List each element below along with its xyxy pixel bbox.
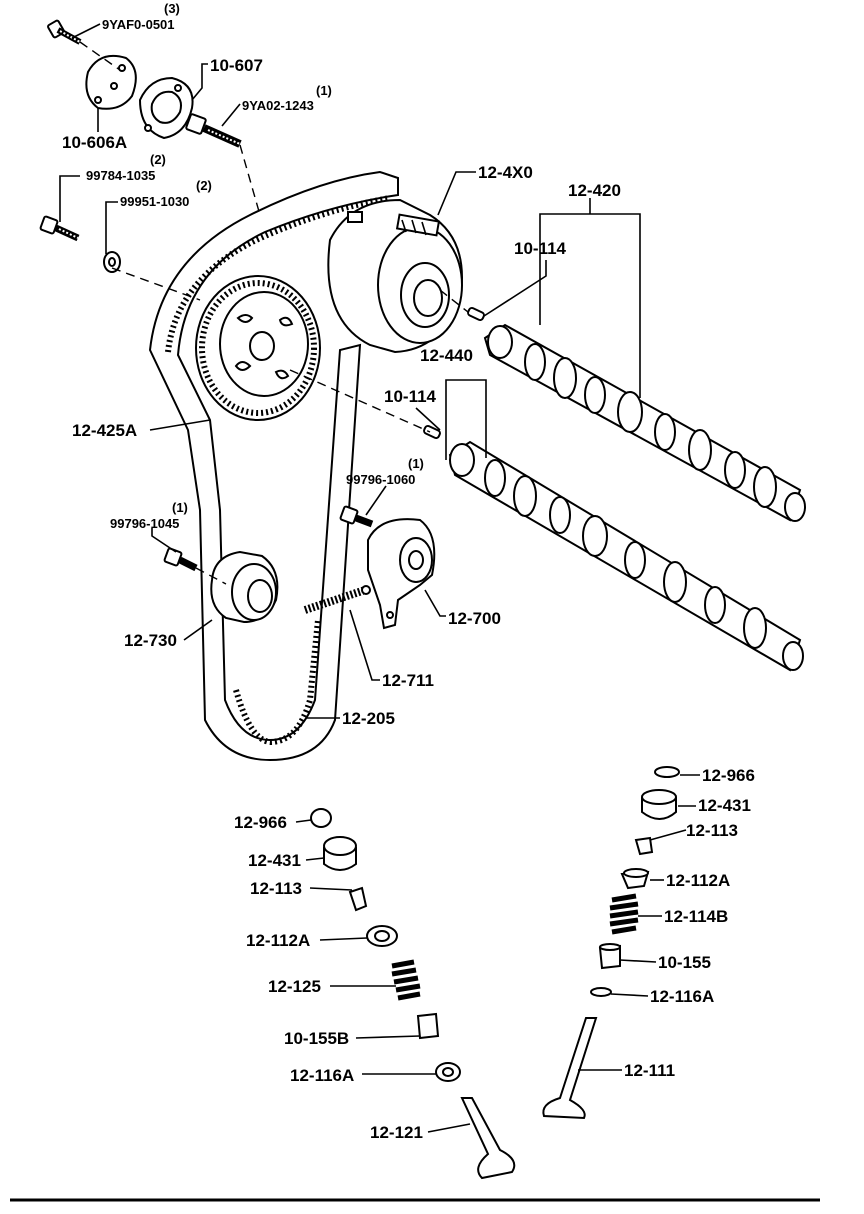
label-12-700: 12-700 <box>448 609 501 628</box>
label-10-155b: 10-155B <box>284 1029 349 1048</box>
label-99796-1045: 99796-1045 <box>110 516 179 531</box>
valve-spring-12-125 <box>391 959 421 1001</box>
label-12-112a-left: 12-112A <box>246 931 310 950</box>
timing-belt-12-205 <box>148 170 399 762</box>
valve-spring-12-114b <box>609 893 639 935</box>
label-10-114-upper: 10-114 <box>514 239 567 258</box>
qty-99796-1045: (1) <box>172 500 188 515</box>
camshaft-12-420 <box>483 323 806 522</box>
tappet-12-431-left <box>323 836 357 871</box>
label-10-155: 10-155 <box>658 953 711 972</box>
vvt-pulley-12-4x0 <box>327 198 463 354</box>
retainer-12-112a-right <box>620 868 650 890</box>
label-10-607: 10-607 <box>210 56 263 75</box>
bolt-9yaf0-0501 <box>47 19 82 45</box>
tappet-12-431-right <box>641 789 677 820</box>
label-12-113-right: 12-113 <box>686 821 738 840</box>
spring-12-711 <box>303 585 371 614</box>
seat-12-116a-left <box>435 1062 461 1082</box>
label-12-431-left: 12-431 <box>248 851 301 870</box>
label-12-431-right: 12-431 <box>698 796 751 815</box>
label-99784-1035: 99784-1035 <box>86 168 155 183</box>
bolt-99796-1060 <box>339 505 374 528</box>
seal-10-155 <box>598 943 621 970</box>
valve-12-111 <box>542 1017 598 1120</box>
label-12-4x0: 12-4X0 <box>478 163 533 182</box>
label-12-113-left: 12-113 <box>250 879 302 898</box>
label-12-966-left: 12-966 <box>234 813 287 832</box>
camshaft-pulley-12-425a <box>195 275 321 421</box>
label-9ya02-1243: 9YA02-1243 <box>242 98 314 113</box>
label-12-116a-left: 12-116A <box>290 1066 354 1085</box>
qty-9yaf0-0501: (3) <box>164 1 180 16</box>
cover-plate-10-606a <box>85 54 137 110</box>
dowel-pin-10-114-lower <box>423 424 441 440</box>
label-12-125: 12-125 <box>268 977 321 996</box>
label-12-966-right: 12-966 <box>702 766 755 785</box>
label-10-606a: 10-606A <box>62 133 127 152</box>
bolt-99784-1035 <box>39 215 80 242</box>
label-12-425a: 12-425A <box>72 421 137 440</box>
label-12-111: 12-111 <box>624 1061 675 1080</box>
label-99796-1060: 99796-1060 <box>346 472 415 487</box>
camshaft-12-440 <box>448 440 804 672</box>
seat-12-116a-right <box>590 987 612 997</box>
valve-12-121 <box>460 1097 516 1180</box>
label-12-205: 12-205 <box>342 709 395 728</box>
label-9yaf0-0501: 9YAF0-0501 <box>102 17 175 32</box>
label-12-440: 12-440 <box>420 346 473 365</box>
qty-9ya02-1243: (1) <box>316 83 332 98</box>
label-12-711: 12-711 <box>382 671 434 690</box>
label-12-730: 12-730 <box>124 631 177 650</box>
washer-99951-1030 <box>103 251 121 273</box>
label-12-420: 12-420 <box>568 181 621 200</box>
dowel-pin-10-114-upper <box>467 306 485 322</box>
tensioner-12-700 <box>367 518 436 630</box>
label-12-116a-right: 12-116A <box>650 987 714 1006</box>
valve-cap-12-966-left <box>310 808 332 828</box>
keeper-12-113-left <box>348 886 368 912</box>
label-10-114-lower: 10-114 <box>384 387 437 406</box>
label-12-112a-right: 12-112A <box>666 871 730 890</box>
qty-99784-1035: (2) <box>150 152 166 167</box>
label-99951-1030: 99951-1030 <box>120 194 189 209</box>
bolt-9ya02-1243 <box>185 113 242 148</box>
qty-99796-1060: (1) <box>408 456 424 471</box>
valve-cap-12-966-right <box>654 766 680 778</box>
retainer-12-112a-left <box>366 925 398 947</box>
bolt-99796-1045 <box>163 547 198 572</box>
leader-lines <box>59 23 700 1133</box>
idler-pulley-12-730 <box>210 550 279 624</box>
gasket-10-607 <box>138 76 194 140</box>
qty-99951-1030: (2) <box>196 178 212 193</box>
seal-10-155b <box>416 1012 440 1040</box>
label-12-114b: 12-114B <box>664 907 728 926</box>
label-12-121: 12-121 <box>370 1123 423 1142</box>
keeper-12-113-right <box>634 836 654 856</box>
